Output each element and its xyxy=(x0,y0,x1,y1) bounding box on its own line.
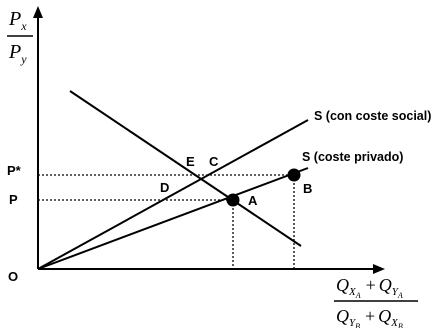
demand-line xyxy=(69,90,302,247)
origin-label: O xyxy=(8,269,18,284)
point-a-label: A xyxy=(248,193,258,208)
point-c-label: C xyxy=(209,154,219,169)
private-cost-label: S (coste privado) xyxy=(302,150,403,164)
x-axis-label: QXA+QYA QYB+QXB xyxy=(334,275,418,328)
p-star-label: P* xyxy=(7,163,22,178)
point-b-label: B xyxy=(303,181,312,196)
x-axis-arrow xyxy=(373,264,385,274)
point-a-marker xyxy=(226,193,240,207)
private-cost-supply-line xyxy=(37,167,309,270)
y-axis-arrow xyxy=(33,6,43,18)
point-b-marker xyxy=(287,168,301,182)
x-label-den: QYB+QXB xyxy=(336,306,403,328)
point-e-label: E xyxy=(186,154,195,169)
social-cost-supply-line xyxy=(37,119,309,270)
social-cost-label: S (con coste social) xyxy=(314,109,431,123)
y-axis-label: Px Py xyxy=(7,8,33,66)
y-label-den: Py xyxy=(8,41,27,66)
point-d-label: D xyxy=(160,180,169,195)
x-label-num: QXA+QYA xyxy=(336,275,403,300)
p-label: P xyxy=(9,192,18,207)
y-label-num: Px xyxy=(8,8,27,33)
